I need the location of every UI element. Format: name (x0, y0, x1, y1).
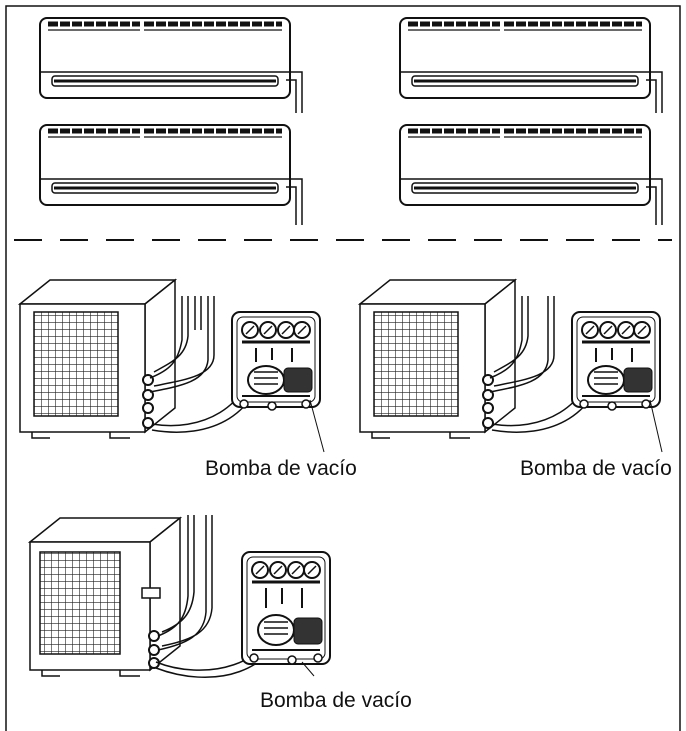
vacuum-pump-label-1: Bomba de vacío (205, 457, 357, 480)
vacuum-pump-1 (231, 311, 325, 453)
vacuum-pump-2 (571, 311, 663, 453)
outdoor-unit-1 (17, 278, 178, 439)
vacuum-pump-3 (241, 551, 331, 677)
outdoor-unit-3 (27, 516, 183, 677)
vacuum-pump-label-3: Bomba de vacío (260, 689, 412, 712)
vacuum-pump-label-2: Bomba de vacío (520, 457, 672, 480)
figure-frame (5, 5, 681, 731)
outdoor-unit-2 (357, 278, 518, 439)
indoor-unit-3 (40, 125, 303, 225)
indoor-unit-2 (400, 18, 663, 113)
indoor-unit-4 (400, 125, 663, 225)
indoor-unit-1 (40, 18, 303, 113)
